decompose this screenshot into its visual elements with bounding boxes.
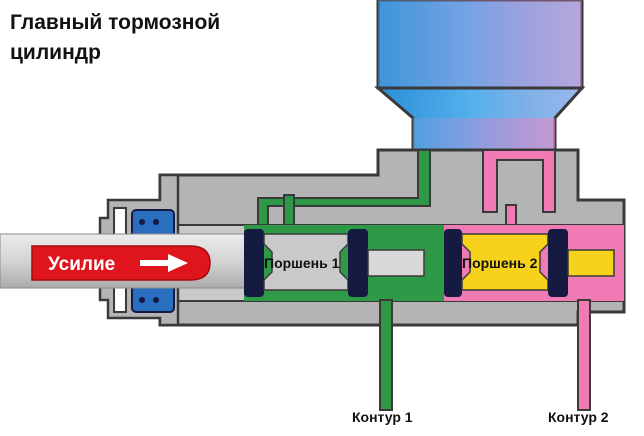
piston-2-seal-left [444,229,462,297]
page-title: Главный тормозной цилиндр [10,8,220,68]
fluid-reservoir [373,0,586,159]
reservoir-tint [378,0,582,88]
piston-1-seal-right [348,229,368,297]
piston-2-tail [567,249,615,277]
circuit-1-label: Контур 1 [352,409,413,425]
outlet-pipe-2 [577,299,591,411]
force-label: Усилие [48,254,115,275]
feed-port-1 [283,194,295,226]
arrow-right-icon [140,254,188,272]
piston-2 [444,229,615,297]
piston-2-seal-right [548,229,568,297]
feed-passage-2 [482,149,556,213]
outlet-pipe-1 [379,299,393,411]
piston-1 [244,229,425,297]
force-arrow-body [31,245,211,281]
piston-2-label: Поршень 2 [462,255,538,271]
piston-1-label: Поршень 1 [264,255,340,271]
feed-port-2 [505,204,517,226]
circuit-2-label: Контур 2 [548,409,609,425]
reservoir-neck-tint [413,118,555,152]
force-arrow: Усилие [31,245,211,281]
title-line-1: Главный тормозной [10,11,221,34]
piston-1-spring-rod [367,249,425,277]
piston-1-seal-left [244,229,264,297]
title-line-2: цилиндр [10,41,101,64]
